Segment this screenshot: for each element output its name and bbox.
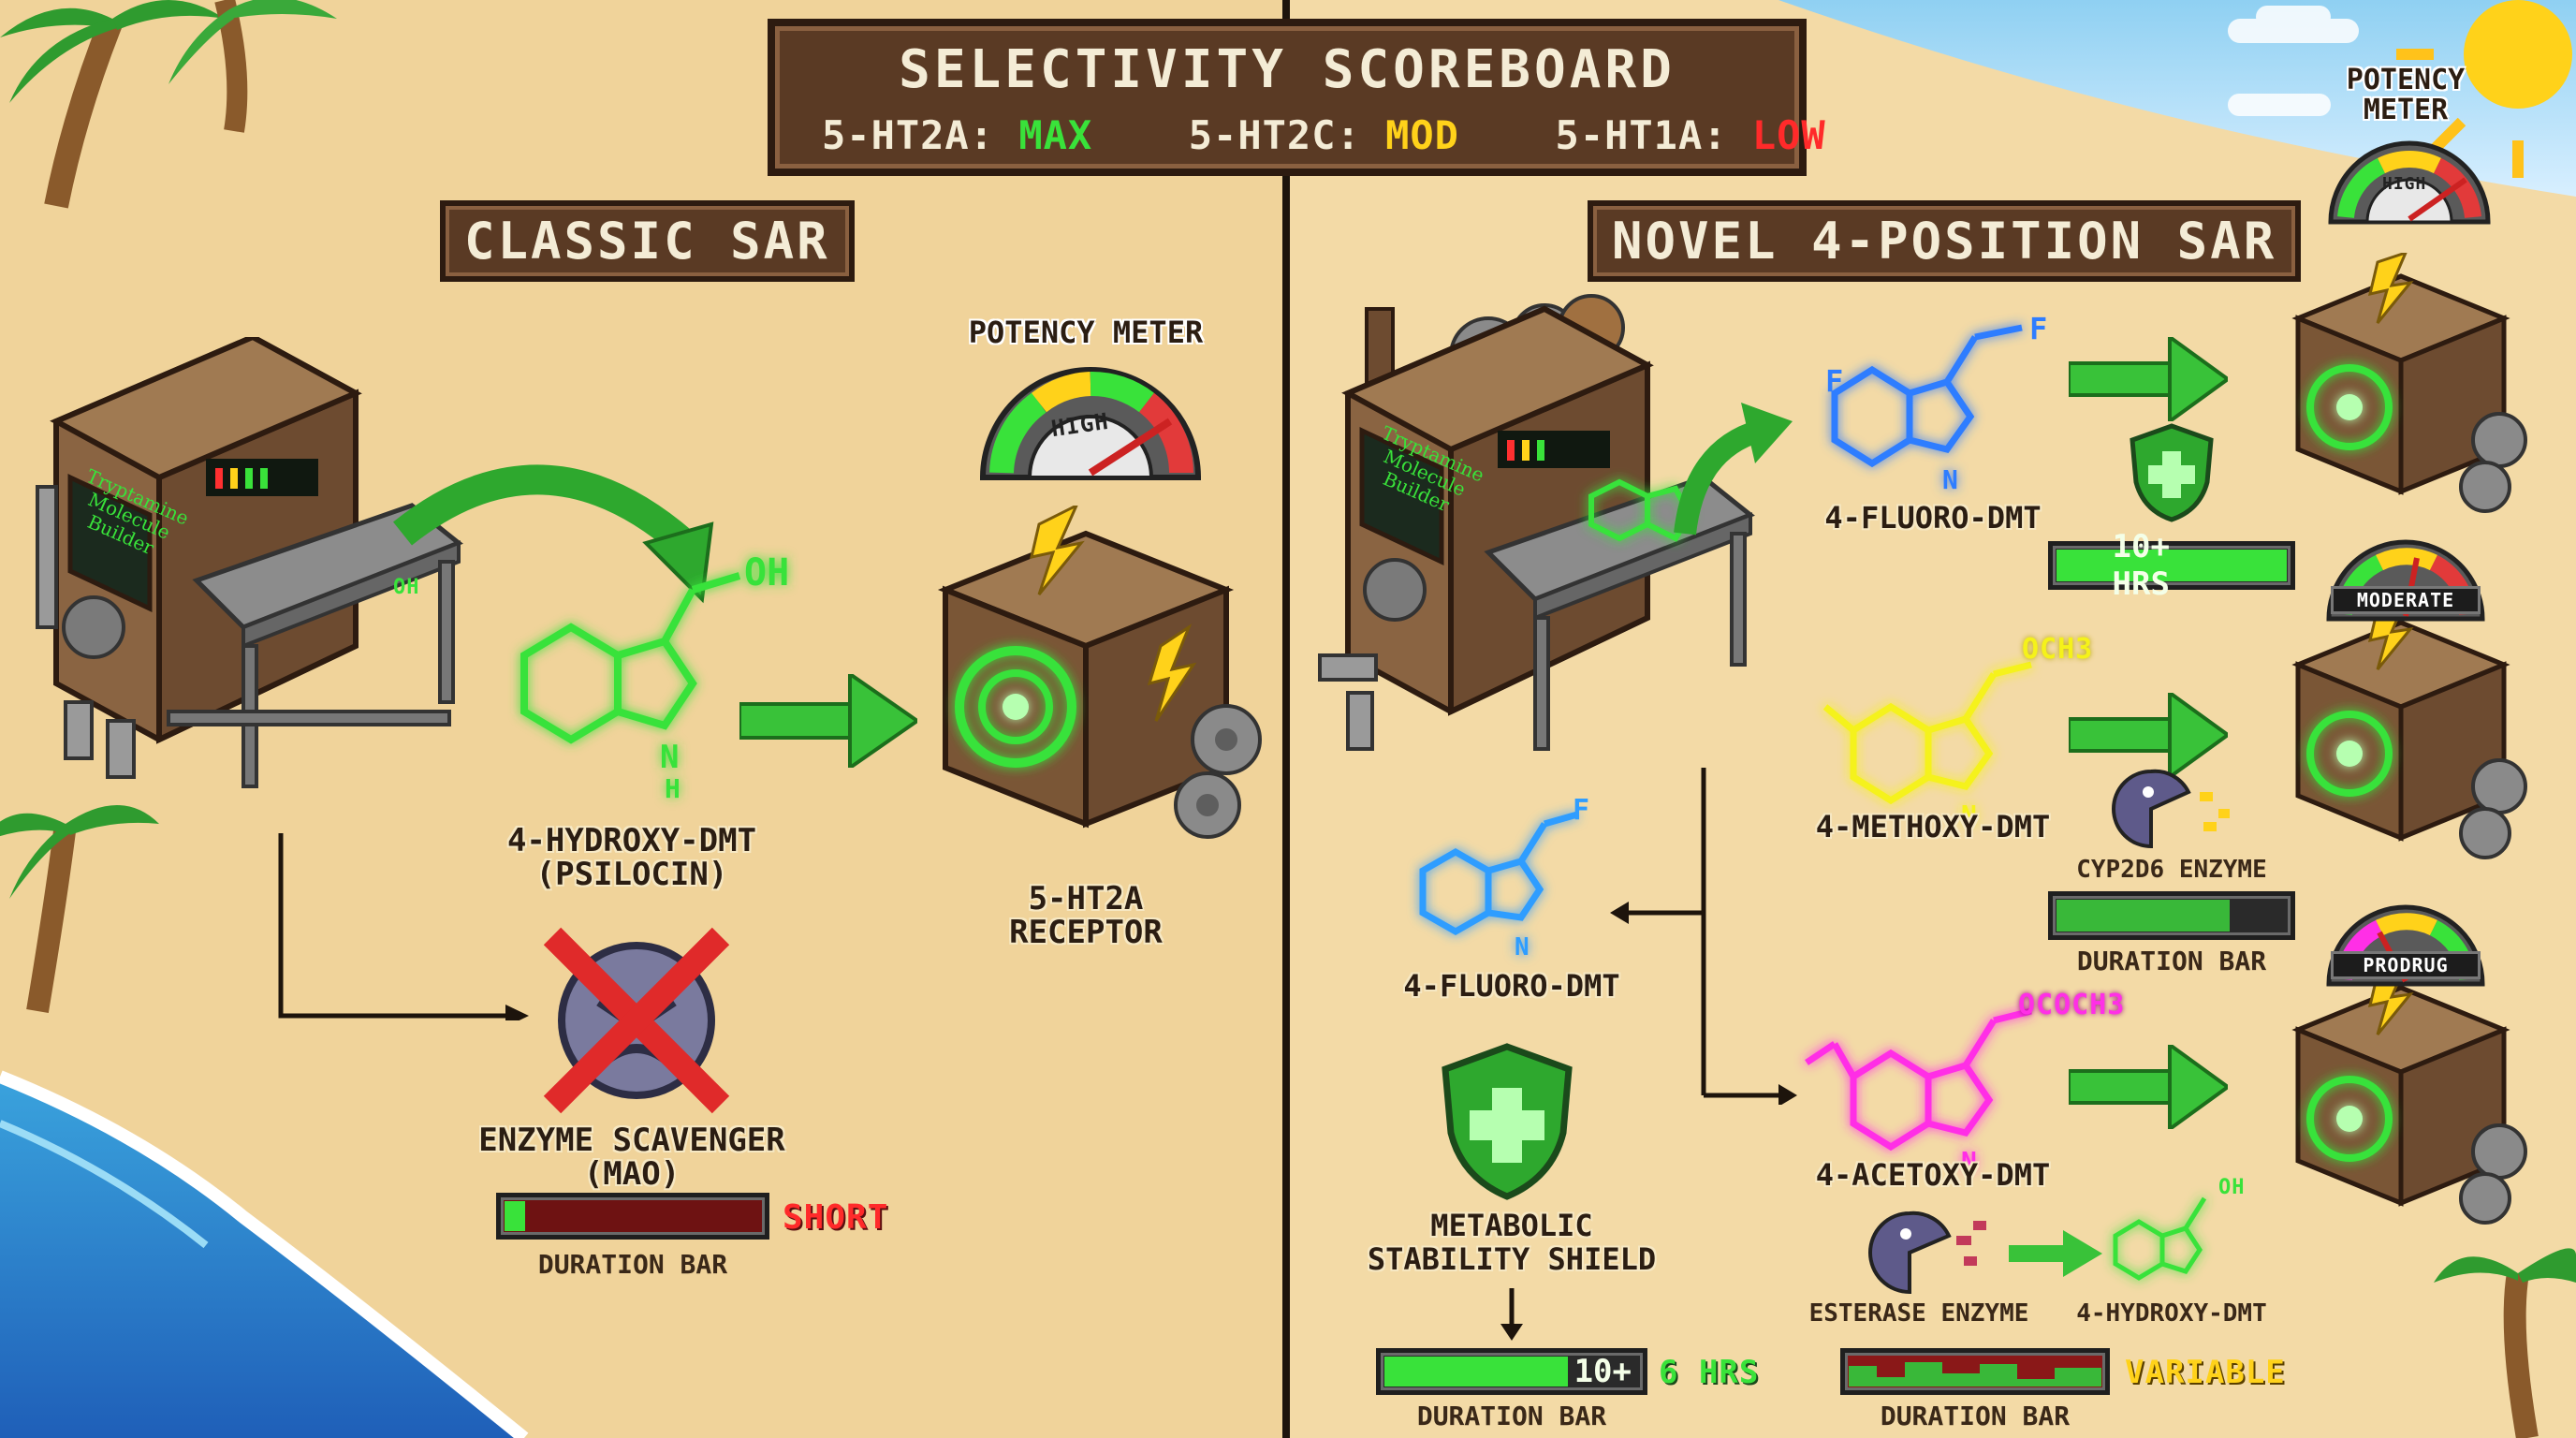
row3-sub-top: OCOCH3 [2018,989,2126,1021]
esterase-enzyme-icon [1868,1211,1986,1295]
svg-text:N: N [1515,933,1530,961]
score-label-5ht2c: 5-HT2C: [1188,112,1361,158]
score-value-mod: MOD [1385,112,1459,158]
arrow-right-icon [2069,693,2228,777]
acetoxy-dmt-molecule-icon: N [1805,1007,2032,1177]
tryptamine-machine-right [1318,294,1755,751]
arrow-right-icon [2069,337,2228,421]
moderate-meter: MODERATE [2323,530,2488,624]
row1-sub-left: F [1825,363,1845,399]
hydroxy-dmt-small-icon [2113,1196,2207,1281]
row2-molecule-name: 4-METHOXY-DMT [1815,809,2051,844]
receptor-cube-row1 [2291,253,2527,513]
potency-meter-title-right-1: POTENCY [2346,64,2466,96]
palm-tree-icon [2434,1248,2576,1438]
esterase-enzyme-label: ESTERASE ENZYME [1808,1299,2029,1328]
shield-label-metabolic: METABOLIC [1430,1208,1593,1243]
duration-bar-side: 10+ [1376,1348,1647,1395]
tryptamine-machine-left [36,337,463,788]
molecule-name-psilocin: (PSILOCIN) [535,856,728,893]
svg-text:N: N [1942,464,1958,495]
receptor-label-5ht2a: 5-HT2A [1028,880,1144,917]
arrow-right-icon [2069,1045,2228,1129]
duration-bar-row2 [2048,891,2295,940]
curved-arrow-icon [1674,403,1793,536]
score-label-5ht1a: 5-HT1A: [1555,112,1728,158]
molecule-name-4-hydroxy-dmt: 4-HYDROXY-DMT [506,822,757,859]
palm-tree-icon [0,0,337,209]
row3-product-label: 4-HYDROXY-DMT [2076,1299,2267,1328]
curved-arrow-icon [393,464,714,604]
shield-icon [2130,423,2214,522]
receptor-cube-5ht2a [937,506,1262,839]
metabolic-shield-icon [1442,1043,1573,1200]
side-fluoro-dmt-molecule-icon: N [1419,811,1578,961]
row1-bar-text: 10+ HRS [2112,528,2170,603]
side-bar-text: 10+ [1573,1353,1632,1390]
row2-sub-top: OCH3 [2022,633,2094,666]
duration-bar-caption-side: DURATION BAR [1416,1401,1607,1431]
row3-duration-status: VARIABLE [2125,1354,2286,1391]
svg-text:OH: OH [744,552,789,594]
palm-tree-icon [0,805,159,1013]
svg-text:N: N [1961,800,1977,830]
receptor-label-receptor: RECEPTOR [1009,914,1163,951]
duration-bar-caption-row2: DURATION BAR [2076,946,2267,976]
side-bar-status: 6 HRS [1659,1354,1760,1391]
sun-icon [2396,0,2572,178]
prodrug-meter-label: PRODRUG [2331,951,2481,979]
row3-product-sub: OH [2218,1176,2246,1199]
connector-arrow [278,833,529,1020]
moderate-meter-label: MODERATE [2331,586,2481,614]
duration-bar-fill [505,1201,525,1231]
fluoro-dmt-molecule-icon: N [1831,324,2023,495]
left-panel-title: CLASSIC SAR [440,200,855,282]
potency-meter-gauge-right [2328,140,2491,225]
svg-text:N: N [660,739,679,776]
psilocin-molecule-icon: OH N H [520,552,789,804]
row1-sub-top: F [2029,311,2049,346]
row3-molecule-name: 4-ACETOXY-DMT [1815,1157,2051,1193]
cyp2d6-label: CYP2D6 ENZYME [2076,856,2267,884]
scoreboard-title: SELECTIVITY SCOREBOARD [899,39,1676,100]
mao-enzyme-blocked-icon [543,927,730,1114]
potency-meter-title-right-2: METER [2363,94,2449,126]
side-molecule-name: 4-FLUORO-DMT [1403,968,1620,1004]
potency-meter-title: POTENCY METER [968,315,1204,350]
cyp2d6-enzyme-icon [2112,769,2230,849]
arrow-right-icon [2009,1230,2102,1277]
scoreboard: SELECTIVITY SCOREBOARD 5-HT2A: MAX 5-HT2… [768,19,1825,176]
duration-bar-row1: 10+ HRS [2048,528,2295,603]
arrow-right-icon [739,674,917,768]
score-label-5ht2a: 5-HT2A: [822,112,995,158]
enzyme-scavenger-label: ENZYME SCAVENGER [478,1122,785,1159]
side-sub-top: F [1573,794,1591,827]
right-panel-title: NOVEL 4-POSITION SAR [1588,200,2302,282]
svg-text:N: N [1961,1146,1977,1177]
potency-meter-gauge [979,367,1202,480]
shield-label-stability: STABILITY SHIELD [1367,1241,1657,1277]
row1-molecule-name: 4-FLUORO-DMT [1824,500,2042,536]
scoreboard-row: 5-HT2A: MAX 5-HT2C: MOD 5-HT1A: LOW [822,112,1826,158]
duration-bar-left [496,1193,769,1240]
duration-bar-caption-row3: DURATION BAR [1880,1401,2071,1431]
psilocin-oh-label: OH [393,576,420,599]
methoxy-dmt-molecule-icon: N [1822,661,2032,830]
receptor-cube-row3 [2291,964,2527,1225]
receptor-cube-row2 [2291,599,2527,859]
duration-bar-caption: DURATION BAR [537,1249,728,1280]
enzyme-mao-label: (MAO) [583,1155,681,1193]
prodrug-meter: PRODRUG [2323,895,2488,989]
variable-bar-pattern [1849,1357,2101,1387]
score-value-low: LOW [1751,112,1826,158]
potency-meter-value-right: HIGH [2382,174,2427,194]
arrow-down-icon [1500,1288,1523,1341]
svg-text:H: H [665,773,681,804]
score-value-max: MAX [1018,112,1093,158]
duration-bar-row3-variable [1840,1348,2110,1395]
duration-status-short: SHORT [783,1198,889,1237]
connector-arrows-right [1610,768,1797,1105]
